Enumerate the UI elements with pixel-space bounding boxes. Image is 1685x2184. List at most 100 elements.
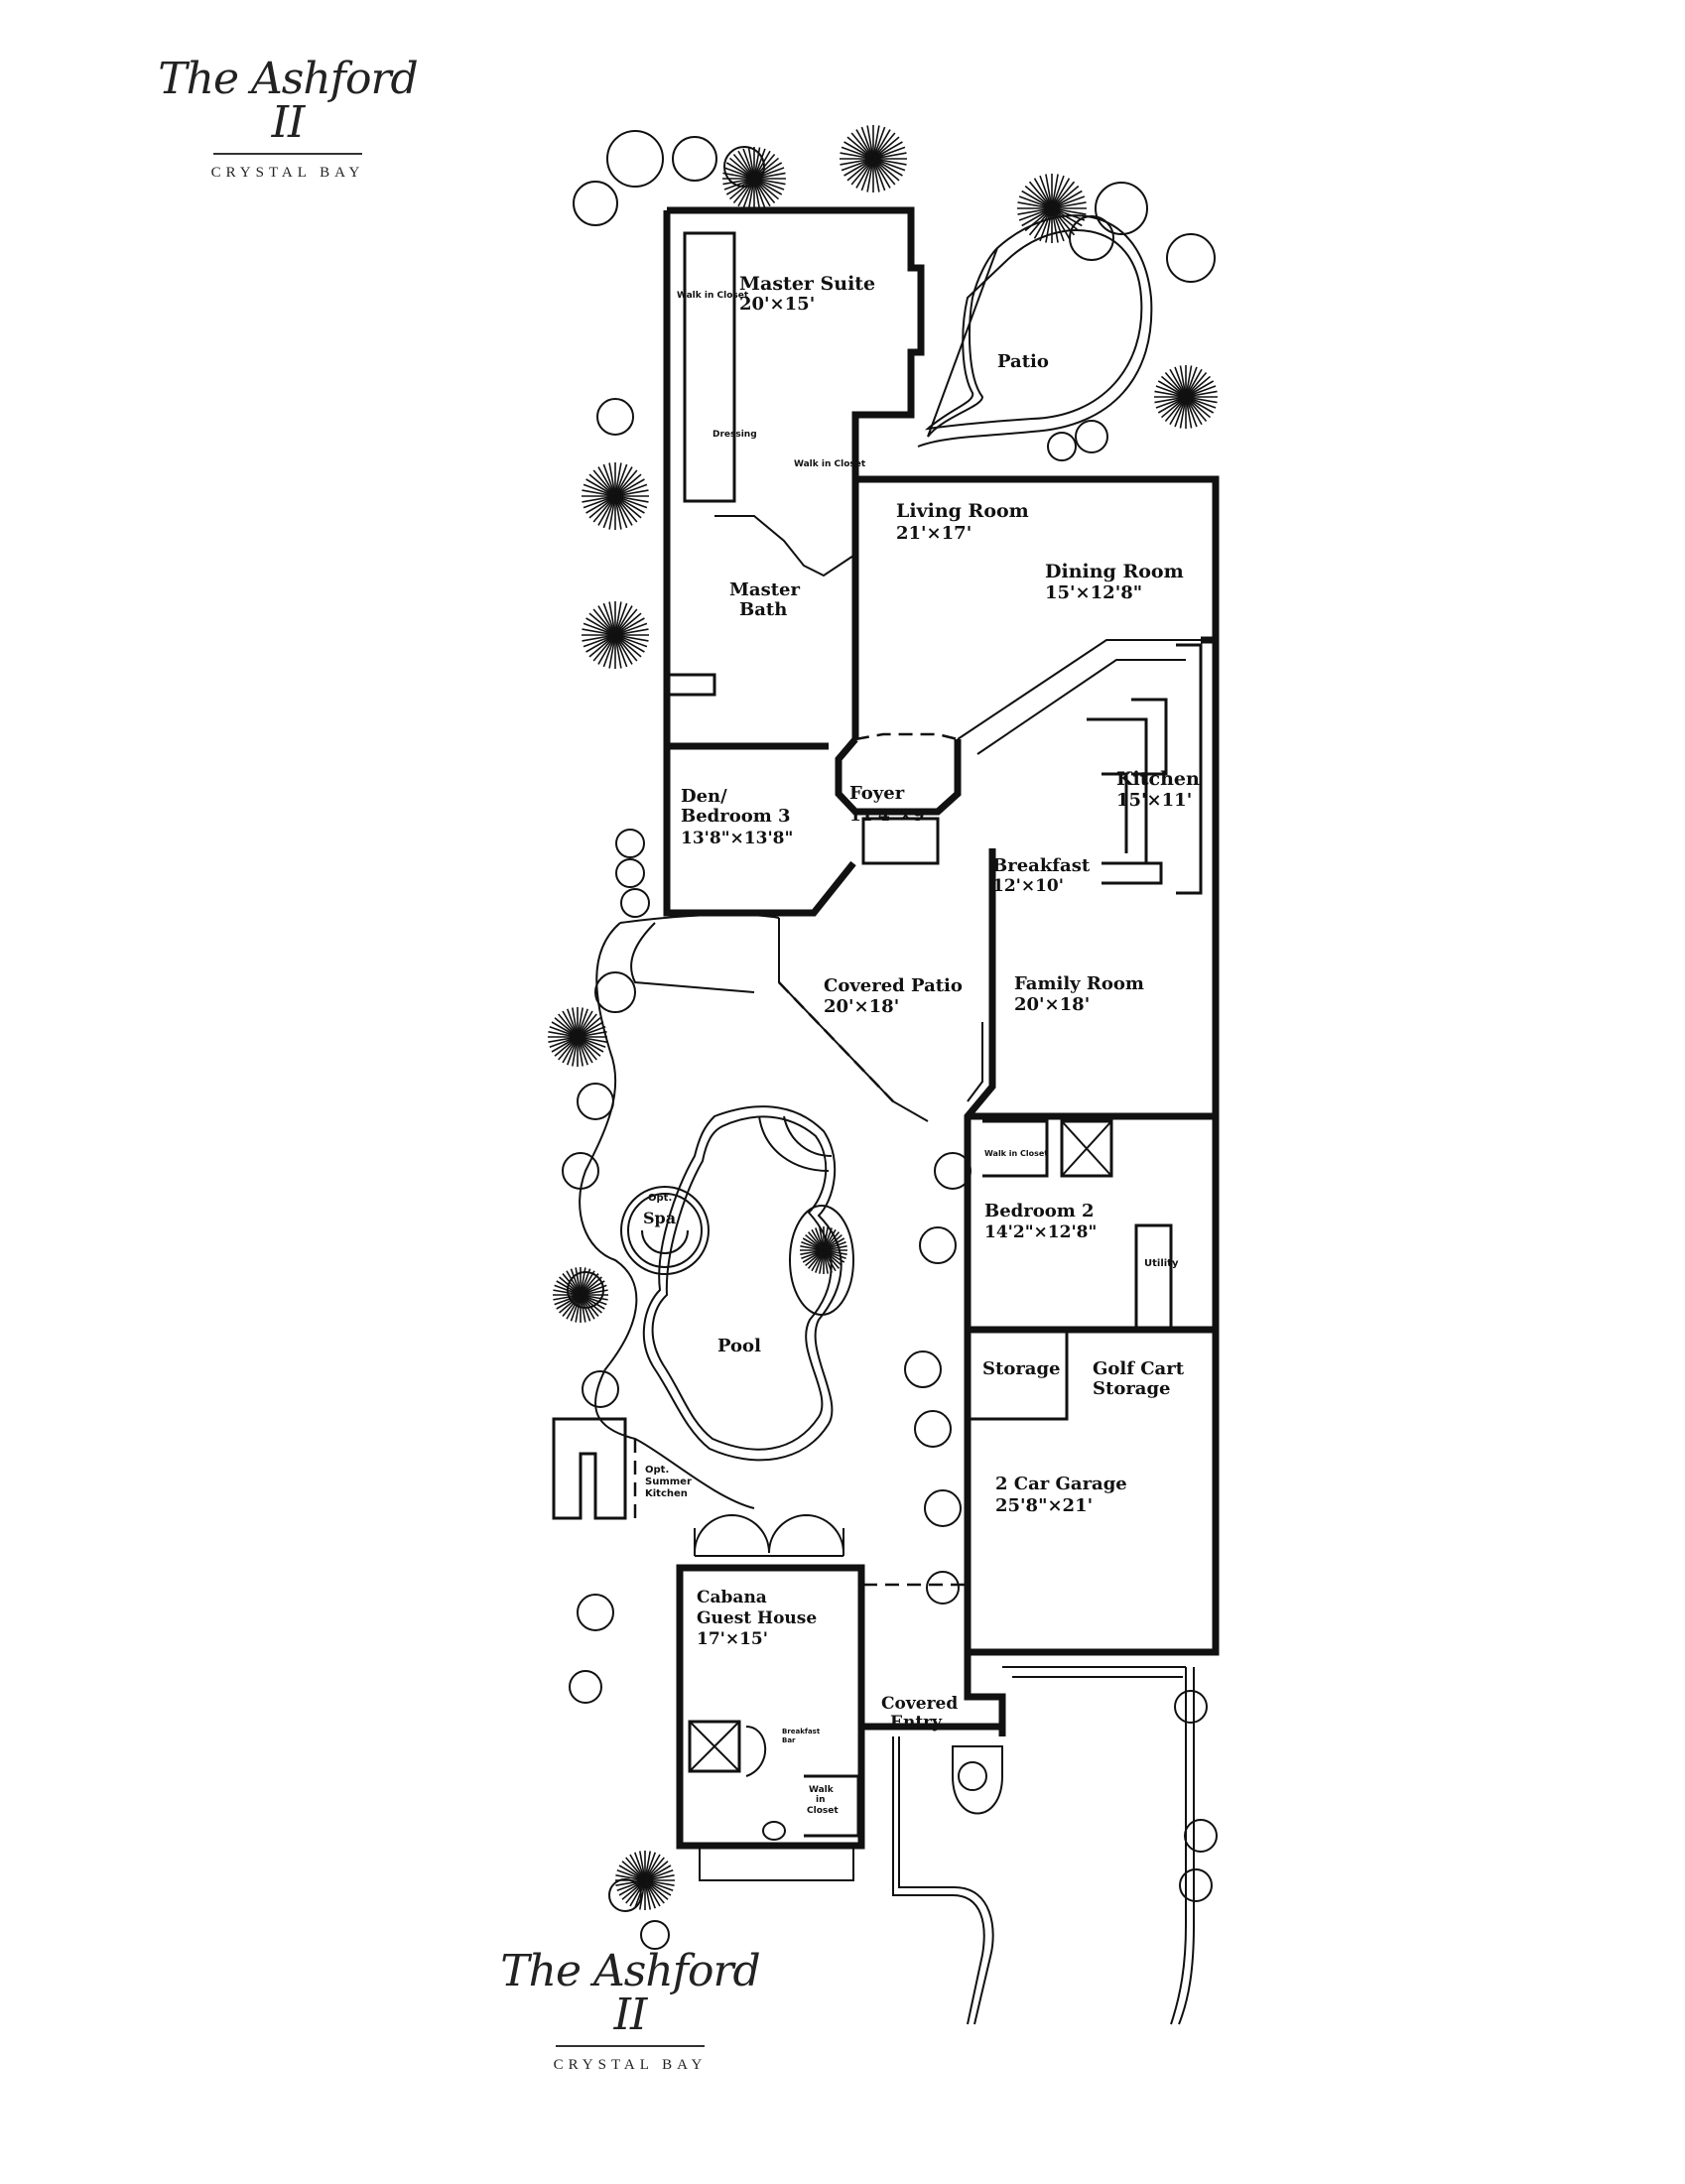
logo-title: The Ashford II bbox=[158, 54, 418, 148]
label-breakfast: Breakfast bbox=[992, 855, 1091, 876]
size-covered-patio: 20'×18' bbox=[824, 996, 899, 1017]
shrub bbox=[958, 1761, 987, 1791]
size-family-room: 20'×18' bbox=[1014, 994, 1090, 1015]
label-cabana: Cabana bbox=[697, 1588, 767, 1607]
label-guest-house: Guest House bbox=[697, 1608, 817, 1628]
covered-patio bbox=[778, 817, 983, 1122]
shrub bbox=[919, 1226, 957, 1264]
label-cabana-walk: Walk bbox=[809, 1785, 835, 1795]
label-summer: Summer bbox=[645, 1477, 692, 1487]
label-bedroom-3: Bedroom 3 bbox=[681, 806, 791, 827]
label-family-room: Family Room bbox=[1014, 973, 1144, 994]
palm-tree bbox=[582, 462, 649, 530]
label-master-bath-1: Master bbox=[729, 579, 800, 600]
kitchen-details bbox=[1102, 643, 1203, 895]
palm-tree bbox=[582, 601, 649, 669]
label-covered: Covered bbox=[881, 1694, 958, 1714]
label-bedroom-2: Bedroom 2 bbox=[984, 1201, 1095, 1221]
label-walk-in-closet-bed2: Walk in Closet bbox=[984, 1149, 1048, 1158]
label-cabana-closet: Closet bbox=[807, 1806, 839, 1816]
label-kitchen: Kitchen bbox=[1116, 768, 1200, 790]
shrub bbox=[926, 1571, 960, 1605]
label-opt-spa: Opt. bbox=[648, 1193, 672, 1204]
label-pool: Pool bbox=[717, 1336, 761, 1356]
size-garage: 25'8"×21' bbox=[995, 1495, 1093, 1516]
label-walk-in-closet-master: Walk in Closet bbox=[677, 291, 749, 301]
size-living-room: 21'×17' bbox=[896, 523, 972, 544]
label-golf-cart: Golf Cart bbox=[1093, 1358, 1185, 1379]
shrub bbox=[1184, 1819, 1218, 1853]
label-breakfast-bar: Breakfast bbox=[782, 1728, 821, 1735]
label-master-bath: Bath bbox=[739, 599, 787, 620]
label-spa: Spa bbox=[643, 1209, 676, 1227]
palm-tree bbox=[553, 1267, 608, 1323]
den-walls bbox=[630, 742, 856, 993]
size-kitchen: 15'×11' bbox=[1116, 790, 1192, 811]
pool-area bbox=[552, 913, 854, 1520]
shrub bbox=[1075, 420, 1108, 453]
shrub bbox=[582, 1370, 619, 1408]
logo-subtitle: CRYSTAL BAY bbox=[553, 2057, 708, 2073]
shrub bbox=[606, 130, 664, 188]
shrub bbox=[569, 1670, 602, 1704]
palm-tree bbox=[548, 1007, 607, 1067]
logo-subtitle: CRYSTAL BAY bbox=[210, 165, 365, 181]
size-foyer: 11'4"×9' bbox=[849, 806, 930, 826]
label-foyer: Foyer bbox=[849, 783, 905, 804]
shrub bbox=[615, 829, 645, 858]
size-den: 13'8"×13'8" bbox=[681, 829, 793, 848]
shrub bbox=[594, 971, 636, 1013]
shrub bbox=[914, 1410, 952, 1448]
size-breakfast: 12'×10' bbox=[992, 876, 1064, 896]
logo-bottom: The Ashford II CRYSTAL BAY bbox=[481, 1950, 779, 2074]
shrub bbox=[1047, 432, 1077, 461]
palm-tree bbox=[722, 147, 786, 210]
shrub bbox=[562, 1152, 599, 1190]
label-living-room: Living Room bbox=[896, 500, 1029, 522]
cabana-walls bbox=[676, 1514, 972, 1881]
label-bar: Bar bbox=[782, 1736, 796, 1744]
shrub bbox=[596, 398, 634, 436]
label-covered-patio: Covered Patio bbox=[824, 975, 963, 996]
label-master-suite: Master Suite bbox=[739, 273, 875, 295]
logo-top: The Ashford II CRYSTAL BAY bbox=[149, 58, 427, 182]
size-cabana: 17'×15' bbox=[697, 1629, 768, 1649]
label-storage: Storage bbox=[982, 1358, 1061, 1379]
shrub bbox=[1095, 182, 1148, 235]
size-dining-room: 15'×12'8" bbox=[1045, 582, 1142, 603]
palm-tree bbox=[800, 1226, 847, 1274]
shrub bbox=[577, 1594, 614, 1631]
shrub bbox=[577, 1083, 614, 1120]
size-bedroom-2: 14'2"×12'8" bbox=[984, 1222, 1097, 1242]
logo-rule bbox=[213, 153, 362, 155]
room-labels: Master Suite 20'×15' Walk in Closet Dres… bbox=[643, 273, 1200, 1816]
label-utility: Utility bbox=[1144, 1258, 1179, 1269]
shrub bbox=[620, 888, 650, 918]
shrub bbox=[573, 181, 618, 226]
label-walk-in-closet-2: Walk in Closet bbox=[794, 459, 866, 469]
label-patio: Patio bbox=[997, 351, 1049, 372]
shrub bbox=[672, 136, 717, 182]
palm-tree bbox=[1017, 174, 1087, 243]
size-master-suite: 20'×15' bbox=[739, 294, 815, 315]
label-kitchen-summer: Kitchen bbox=[645, 1488, 688, 1499]
shrub bbox=[904, 1350, 942, 1388]
patio bbox=[917, 214, 1153, 448]
palm-tree bbox=[1154, 365, 1218, 429]
label-dining-room: Dining Room bbox=[1045, 561, 1184, 582]
shrub bbox=[640, 1920, 670, 1950]
shrub bbox=[1179, 1868, 1213, 1902]
palm-tree bbox=[840, 125, 907, 193]
shrub bbox=[924, 1489, 962, 1527]
entry-walls bbox=[861, 1652, 1195, 2025]
landscaping bbox=[548, 125, 1218, 1950]
palm-tree bbox=[615, 1851, 675, 1910]
label-den: Den/ bbox=[681, 786, 727, 807]
main-house-walls bbox=[835, 475, 1220, 1656]
label-dressing: Dressing bbox=[713, 430, 757, 440]
shrub bbox=[1174, 1690, 1208, 1724]
shrub bbox=[1166, 233, 1216, 283]
label-opt: Opt. bbox=[645, 1465, 669, 1476]
logo-title: The Ashford II bbox=[500, 1946, 760, 2040]
